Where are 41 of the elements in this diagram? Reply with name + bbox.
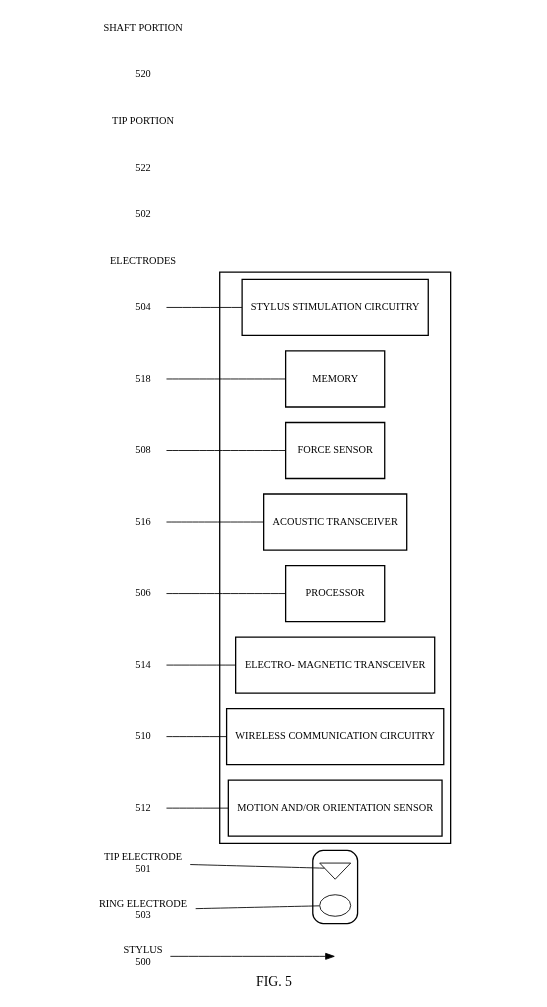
node-text: 510 bbox=[134, 730, 151, 742]
node-box: ACOUSTIC TRANSCEIVER bbox=[262, 493, 407, 551]
label: ELECTRODES bbox=[109, 254, 176, 266]
node-ring bbox=[318, 894, 351, 917]
node-text: 512 bbox=[134, 801, 151, 813]
node-box: WIRELESS COMMUNICATION CIRCUITRY bbox=[225, 707, 444, 766]
node-box: PROCESSOR bbox=[284, 564, 385, 623]
node-text: 504 bbox=[134, 301, 151, 313]
node-text: RING ELECTRODE 503 bbox=[98, 897, 187, 921]
node-text: 514 bbox=[134, 658, 151, 670]
connector bbox=[165, 307, 242, 308]
cluster bbox=[311, 849, 358, 925]
connector bbox=[189, 864, 325, 869]
caption: FIG. 5 bbox=[255, 974, 292, 990]
label: 520 bbox=[134, 68, 151, 80]
arrow bbox=[169, 952, 335, 960]
node-text: TIP ELECTRODE 501 bbox=[103, 851, 182, 874]
node-box: ELECTRO- MAGNETIC TRANSCEIVER bbox=[234, 636, 435, 694]
label: SHAFT PORTION bbox=[102, 21, 183, 33]
node-text: STYLUS 500 bbox=[123, 944, 163, 967]
node-text: 516 bbox=[134, 515, 151, 527]
label: TIP PORTION bbox=[111, 114, 174, 126]
node-text: 506 bbox=[134, 587, 151, 599]
connector bbox=[194, 905, 320, 910]
connector bbox=[165, 736, 227, 738]
connector bbox=[165, 521, 264, 523]
node-box: MEMORY bbox=[284, 350, 385, 408]
connector bbox=[165, 807, 229, 809]
node-box: FORCE SENSOR bbox=[284, 421, 385, 480]
node-box: STYLUS STIMULATION CIRCUITRY bbox=[240, 278, 429, 337]
connector bbox=[165, 450, 286, 451]
label: 522 bbox=[134, 161, 151, 173]
node-text: 508 bbox=[134, 444, 151, 456]
cluster bbox=[218, 271, 451, 845]
connector bbox=[165, 593, 286, 594]
connector bbox=[165, 378, 286, 380]
connector bbox=[165, 664, 236, 666]
node-bulb bbox=[318, 862, 351, 880]
node-text: 518 bbox=[134, 372, 151, 384]
node-box: MOTION AND/OR ORIENTATION SENSOR bbox=[227, 779, 443, 837]
label: 502 bbox=[134, 208, 151, 220]
